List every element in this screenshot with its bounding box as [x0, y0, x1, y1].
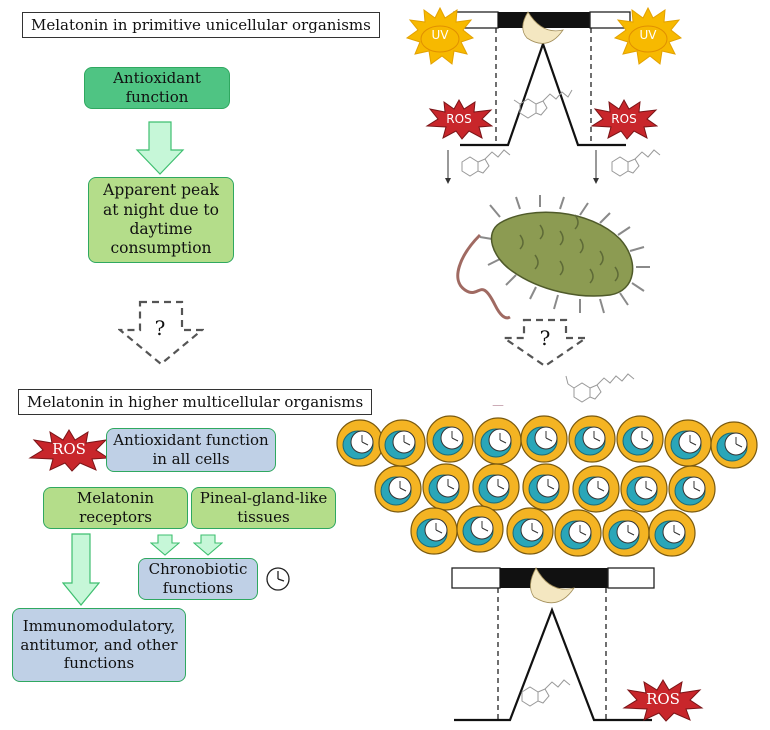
ros-burst-icon [425, 98, 493, 140]
down-arrow-icon [135, 121, 185, 175]
long-down-arrow-icon [62, 533, 100, 606]
melatonin-molecule-icon [461, 149, 511, 177]
top-cycle-diagram [445, 11, 661, 184]
antioxidant-function-box: Antioxidant function [84, 67, 230, 109]
ros-label-top-right: ROS [611, 112, 637, 126]
melatonin-molecule-icon [513, 89, 573, 119]
melatonin-molecule-icon [565, 373, 635, 403]
sun-icon [613, 6, 683, 65]
bacterium-icon [456, 195, 650, 320]
pineal-like-tissues-box: Pineal-gland-like tissues [191, 487, 336, 529]
ros-burst-icon [590, 98, 658, 140]
bottom-cycle-diagram [451, 567, 655, 722]
ros-label-bottom-right: ROS [646, 690, 680, 708]
multicellular-title: Melatonin in higher multicellular organi… [18, 389, 373, 415]
clock-icon [266, 567, 290, 591]
question-arrow-icon [118, 300, 204, 366]
question-mark-left: ? [154, 316, 166, 340]
small-down-arrow-icon [150, 534, 180, 556]
apparent-peak-box: Apparent peak at night due to daytime co… [88, 177, 234, 263]
ros-burst-icon [28, 429, 110, 472]
chronobiotic-functions-box: Chronobiotic functions [138, 558, 258, 600]
cell-sheet [336, 405, 758, 557]
ros-burst-icon [622, 679, 704, 722]
immunomodulatory-box: Immunomodulatory, antitumor, and other f… [12, 608, 186, 682]
melatonin-molecule-icon [611, 149, 661, 177]
antioxidant-all-cells-box: Antioxidant function in all cells [106, 428, 276, 472]
uv-label-right: UV [639, 28, 657, 42]
melatonin-molecule-icon [521, 679, 571, 707]
sun-icon [405, 6, 475, 65]
moon-icon [530, 567, 575, 604]
melatonin-receptors-box: Melatonin receptors [43, 487, 188, 529]
ros-label-top-left: ROS [446, 112, 472, 126]
moon-icon [522, 11, 564, 44]
ros-label-left: ROS [52, 440, 86, 458]
uv-label-left: UV [431, 28, 449, 42]
question-mark-right: ? [539, 326, 551, 350]
question-arrow-icon [502, 318, 588, 368]
small-down-arrow-icon [193, 534, 223, 556]
unicellular-title: Melatonin in primitive unicellular organ… [22, 12, 380, 38]
